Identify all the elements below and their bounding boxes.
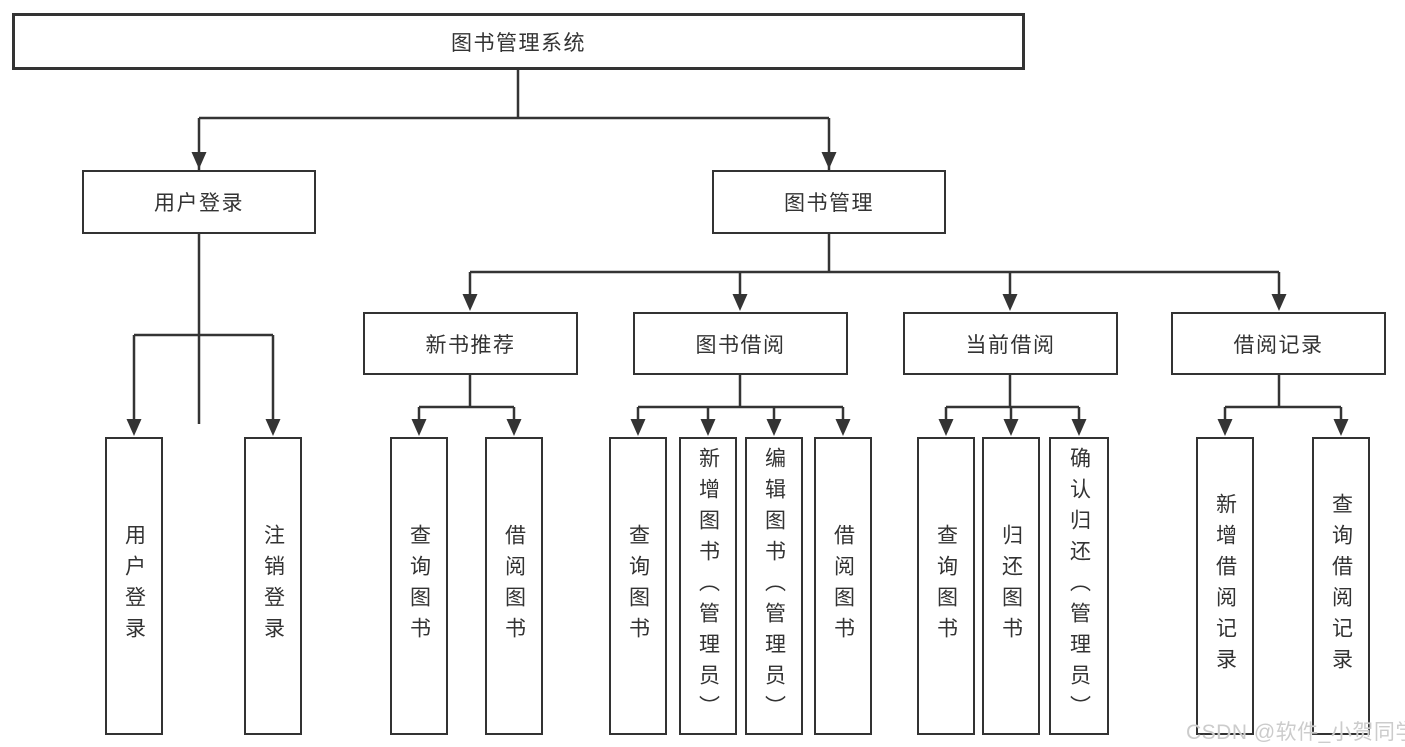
leaf-edit-books-admin: 编辑图书（管理员）	[745, 437, 803, 735]
node-borrowing-records: 借阅记录	[1171, 312, 1386, 375]
leaf-return-books-label: 归还图书	[999, 524, 1023, 648]
leaf-query-books-current-label: 查询图书	[934, 524, 958, 648]
leaf-user-login: 用户登录	[105, 437, 163, 735]
node-book-borrowing-label: 图书借阅	[695, 333, 786, 357]
leaf-query-books-current: 查询图书	[917, 437, 975, 735]
node-library-management-system: 图书管理系统	[12, 13, 1025, 70]
node-current-borrowing-label: 当前借阅	[965, 333, 1056, 357]
leaf-query-borrow-record: 查询借阅记录	[1312, 437, 1370, 735]
node-borrowing-records-label: 借阅记录	[1233, 333, 1324, 357]
leaf-return-books: 归还图书	[982, 437, 1040, 735]
connector-arrows	[126, 152, 1349, 436]
leaf-add-books-admin-label: 新增图书（管理员）	[696, 446, 720, 726]
leaf-borrow-books-borrowing-label: 借阅图书	[831, 524, 855, 648]
leaf-query-books-borrowing: 查询图书	[609, 437, 667, 735]
leaf-add-books-admin: 新增图书（管理员）	[679, 437, 737, 735]
leaf-query-books-borrowing-label: 查询图书	[626, 524, 650, 648]
node-root-label: 图书管理系统	[451, 31, 586, 55]
leaf-confirm-return-admin: 确认归还（管理员）	[1049, 437, 1109, 735]
node-new-book-recommendation: 新书推荐	[363, 312, 578, 375]
leaf-query-books-newbooks: 查询图书	[390, 437, 448, 735]
node-current-borrowing: 当前借阅	[903, 312, 1118, 375]
leaf-edit-books-admin-label: 编辑图书（管理员）	[762, 446, 786, 726]
leaf-user-login-label: 用户登录	[122, 524, 146, 648]
leaf-borrow-books-newbooks-label: 借阅图书	[502, 524, 526, 648]
node-book-management-label: 图书管理	[784, 192, 874, 215]
leaf-borrow-books-borrowing: 借阅图书	[814, 437, 872, 735]
node-user-login: 用户登录	[82, 170, 316, 234]
leaf-add-borrow-record: 新增借阅记录	[1196, 437, 1254, 735]
leaf-logout-login-label: 注销登录	[261, 524, 285, 648]
leaf-query-books-newbooks-label: 查询图书	[407, 524, 431, 648]
leaf-borrow-books-newbooks: 借阅图书	[485, 437, 543, 735]
node-new-book-recommendation-label: 新书推荐	[425, 333, 516, 357]
leaf-confirm-return-admin-label: 确认归还（管理员）	[1067, 446, 1091, 726]
watermark: CSDN @软件_小贺同学	[1186, 721, 1405, 744]
node-book-management: 图书管理	[712, 170, 946, 234]
leaf-query-borrow-record-label: 查询借阅记录	[1329, 493, 1353, 679]
leaf-logout-login: 注销登录	[244, 437, 302, 735]
leaf-add-borrow-record-label: 新增借阅记录	[1213, 493, 1237, 679]
node-book-borrowing: 图书借阅	[633, 312, 848, 375]
node-user-login-label: 用户登录	[154, 192, 244, 215]
